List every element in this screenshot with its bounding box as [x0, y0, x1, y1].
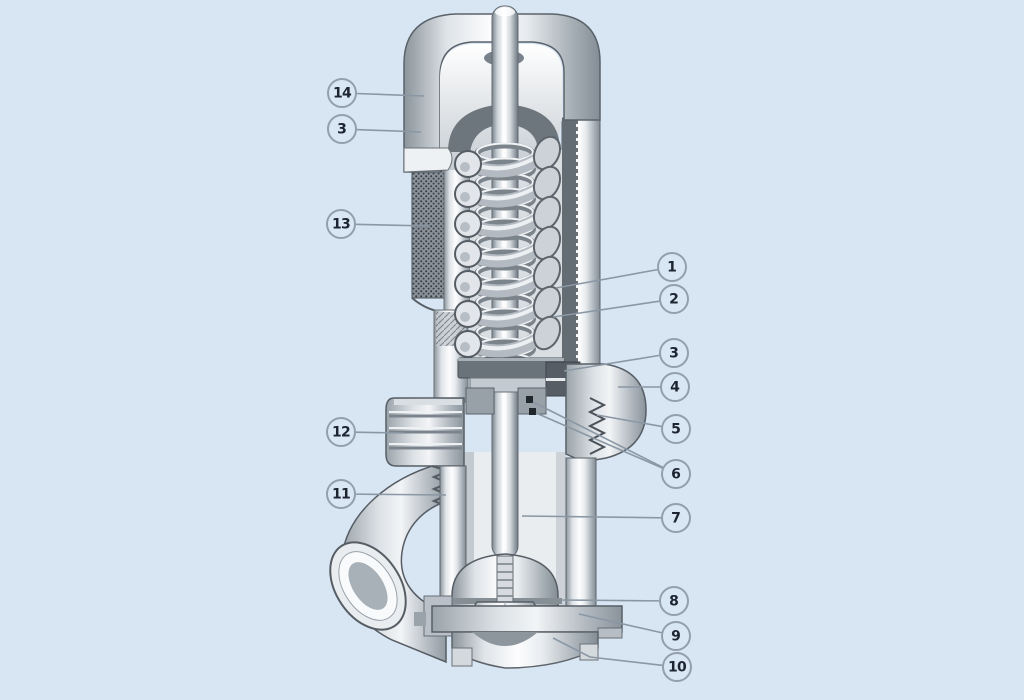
- callout-number: 6: [671, 467, 681, 483]
- callout-number: 1: [667, 260, 677, 276]
- callout-circle: [662, 652, 692, 682]
- callout-6: 6: [532, 401, 691, 489]
- callout-number: 4: [670, 380, 680, 396]
- callout-number: 10: [668, 660, 687, 676]
- spring-top-retainer: [448, 104, 560, 152]
- callout-number: 2: [669, 292, 679, 308]
- body-threaded-neck: [565, 363, 647, 463]
- callout-circle: [659, 586, 689, 616]
- callout-3: 3: [327, 114, 422, 144]
- callout-circle: [659, 284, 689, 314]
- callout-10: 10: [552, 637, 692, 682]
- callout-circle: [327, 114, 357, 144]
- callout-circle: [326, 417, 356, 447]
- callout-number: 8: [669, 594, 679, 610]
- callout-circle: [327, 78, 357, 108]
- stem-seal-lower: [529, 408, 536, 415]
- callout-14: 14: [327, 78, 425, 108]
- callout-3: 3: [563, 338, 689, 372]
- union-nut: [385, 397, 465, 508]
- callout-number: 11: [332, 487, 350, 503]
- outer-spring: [454, 135, 562, 358]
- callout-7: 7: [521, 503, 691, 533]
- valve-seat-skirt: [414, 595, 623, 669]
- callout-circle: [326, 209, 356, 239]
- callout-2: 2: [552, 284, 689, 318]
- callout-number: 12: [332, 425, 350, 441]
- callout-1: 1: [555, 252, 687, 289]
- callout-circle: [661, 503, 691, 533]
- callout-circle: [661, 414, 691, 444]
- stem-seal-upper: [526, 396, 533, 403]
- stem-guide: [465, 387, 547, 415]
- callout-circle: [660, 372, 690, 402]
- callout-number: 9: [671, 629, 681, 645]
- callout-8: 8: [561, 586, 689, 616]
- callout-number: 14: [333, 86, 352, 102]
- callout-number: 3: [337, 122, 347, 138]
- callout-number: 7: [671, 511, 681, 527]
- callout-11: 11: [326, 479, 447, 509]
- callout-circle: [661, 621, 691, 651]
- callout-13: 13: [326, 209, 431, 239]
- callout-9: 9: [578, 613, 691, 651]
- callout-5: 5: [596, 414, 691, 444]
- callout-number: 13: [332, 217, 350, 233]
- callout-circle: [659, 338, 689, 368]
- callout-12: 12: [326, 417, 405, 447]
- callout-4: 4: [618, 372, 690, 402]
- callout-number: 5: [671, 422, 681, 438]
- callout-circle: [657, 252, 687, 282]
- callout-number: 3: [669, 346, 679, 362]
- callout-circle: [326, 479, 356, 509]
- callout-circle: [661, 459, 691, 489]
